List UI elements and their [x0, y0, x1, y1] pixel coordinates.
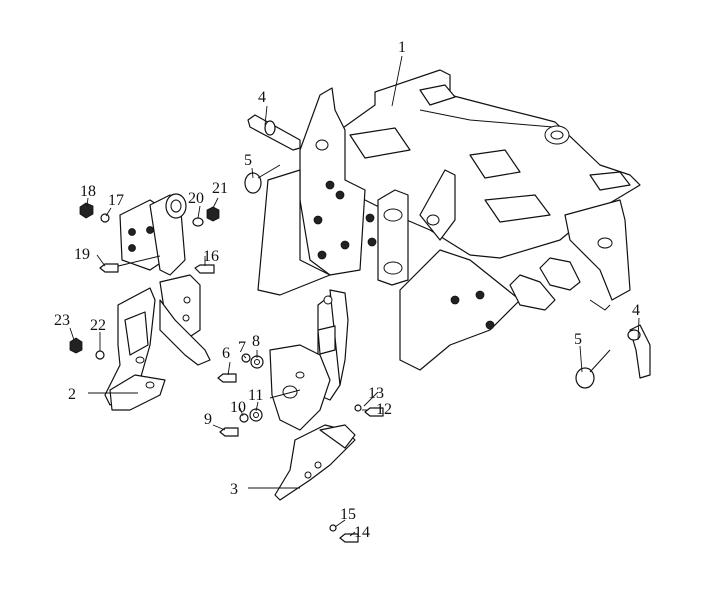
washer-15 [329, 524, 337, 532]
callout-22: 22 [90, 317, 106, 334]
washer-20 [192, 217, 204, 227]
pin-right [627, 324, 651, 379]
bolt-19 [99, 263, 119, 273]
nut-21 [206, 206, 220, 222]
callout-18: 18 [80, 183, 96, 200]
callout-7: 7 [238, 339, 246, 356]
nut-23 [69, 337, 83, 354]
left-hinge-assembly [104, 193, 211, 411]
nut-18 [79, 202, 94, 219]
callout-16: 16 [203, 248, 219, 265]
washer-8 [250, 355, 264, 369]
bolt-14 [339, 533, 359, 543]
lynch-pin-left [244, 164, 281, 194]
callout-10: 10 [230, 399, 246, 416]
washer-13 [354, 404, 362, 412]
callout-15: 15 [340, 506, 356, 523]
leader-lines [69, 55, 640, 537]
callout-4-left: 4 [258, 89, 266, 106]
callout-12: 12 [376, 401, 392, 418]
pin-left [247, 114, 301, 151]
callout-19: 19 [74, 246, 90, 263]
callout-13: 13 [368, 385, 384, 402]
callout-23: 23 [54, 312, 70, 329]
callout-17: 17 [108, 192, 124, 209]
callout-5-left: 5 [244, 152, 252, 169]
washer-10 [239, 413, 249, 423]
main-frame-assembly [257, 69, 641, 371]
washer-17 [100, 213, 110, 223]
callout-labels: 1 2 3 4 4 5 5 6 7 8 9 10 11 12 13 14 15 … [54, 39, 640, 541]
callout-5-right: 5 [574, 331, 582, 348]
washer-22 [95, 350, 105, 360]
callout-11: 11 [248, 387, 263, 404]
callout-21: 21 [212, 180, 228, 197]
bolt-12 [364, 407, 384, 417]
callout-6: 6 [222, 345, 230, 362]
callout-20: 20 [188, 190, 204, 207]
callout-4-right: 4 [632, 302, 640, 319]
callout-14: 14 [354, 524, 370, 541]
lynch-pin-right [575, 349, 611, 389]
bolt-16 [194, 264, 215, 274]
callout-3: 3 [230, 481, 238, 498]
callout-9: 9 [204, 411, 212, 428]
callout-1: 1 [398, 39, 406, 56]
bolt-6 [217, 373, 237, 383]
washer-11 [249, 408, 263, 422]
callout-2: 2 [68, 386, 76, 403]
right-hinge-assembly [269, 289, 356, 501]
callout-8: 8 [252, 333, 260, 350]
